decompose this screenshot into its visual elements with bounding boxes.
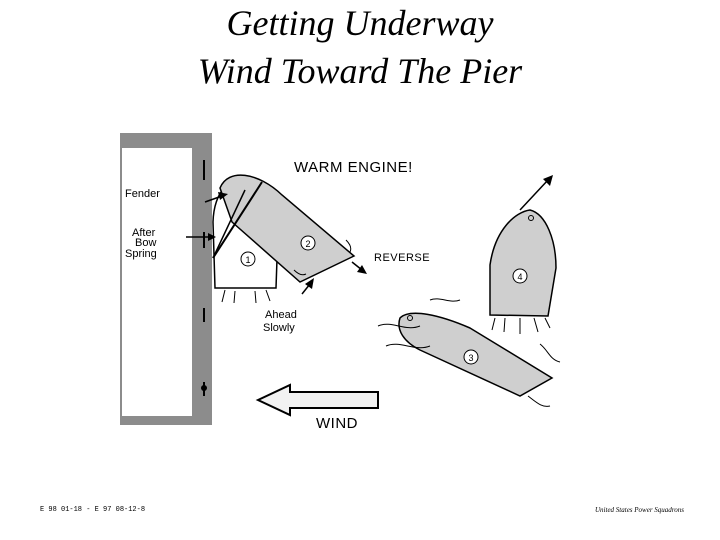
boat-1-number: 1 <box>245 255 250 265</box>
wind-arrow-icon <box>255 383 379 417</box>
pier <box>120 133 212 425</box>
slide-title-line-2: Wind Toward The Pier <box>197 51 523 91</box>
slide-title-line-1: Getting Underway <box>226 3 494 43</box>
boat-2-number: 2 <box>305 239 310 249</box>
after-bow-spring-label-1: After <box>132 227 156 239</box>
boat-4-number: 4 <box>517 272 522 282</box>
boat-4: 4 <box>489 209 557 334</box>
ahead-slowly-label-2: Slowly <box>263 322 295 334</box>
reverse-label: REVERSE <box>374 252 430 264</box>
boat-3: 3 <box>377 298 561 407</box>
after-bow-spring-label-3: Spring <box>125 248 157 260</box>
after-bow-spring-label-2: Bow <box>135 237 156 249</box>
warm-engine-label: WARM ENGINE! <box>294 159 413 176</box>
boat-2: 2 <box>219 174 356 283</box>
ahead-slowly-label-1: Ahead <box>265 309 297 321</box>
boat-3-number: 3 <box>468 353 473 363</box>
after-bow-spring-line <box>212 181 263 259</box>
footer-slide-codes: E 98 01-18 - E 97 08-12-8 <box>40 506 146 514</box>
wind-label: WIND <box>316 415 358 432</box>
footer-organization: United States Power Squadrons <box>595 506 684 514</box>
fender-label: Fender <box>125 188 160 200</box>
direction-arrows <box>186 175 553 295</box>
